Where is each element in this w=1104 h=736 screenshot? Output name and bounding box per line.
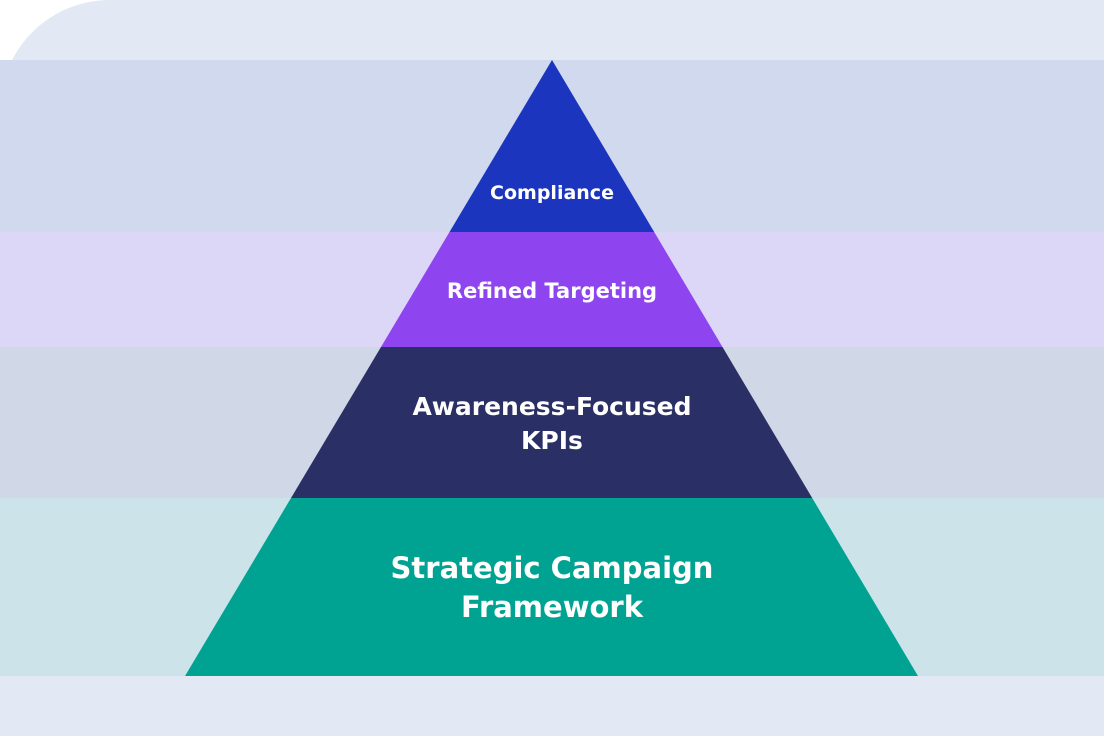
pyramid-tier-awareness-focused-kpis xyxy=(291,347,813,498)
tier-label-compliance: Compliance xyxy=(490,182,614,204)
pyramid-tier-refined-targeting xyxy=(381,232,723,347)
tier-label-refined-targeting: Refined Targeting xyxy=(446,279,658,303)
tier-label-strategic-campaign-framework: Strategic Campaign Framework xyxy=(390,551,714,624)
tier-label-awareness-focused-kpis: Awareness-Focused KPIs xyxy=(412,392,692,455)
pyramid-tier-compliance xyxy=(449,60,655,232)
pyramid-tier-strategic-campaign-framework xyxy=(185,498,918,676)
